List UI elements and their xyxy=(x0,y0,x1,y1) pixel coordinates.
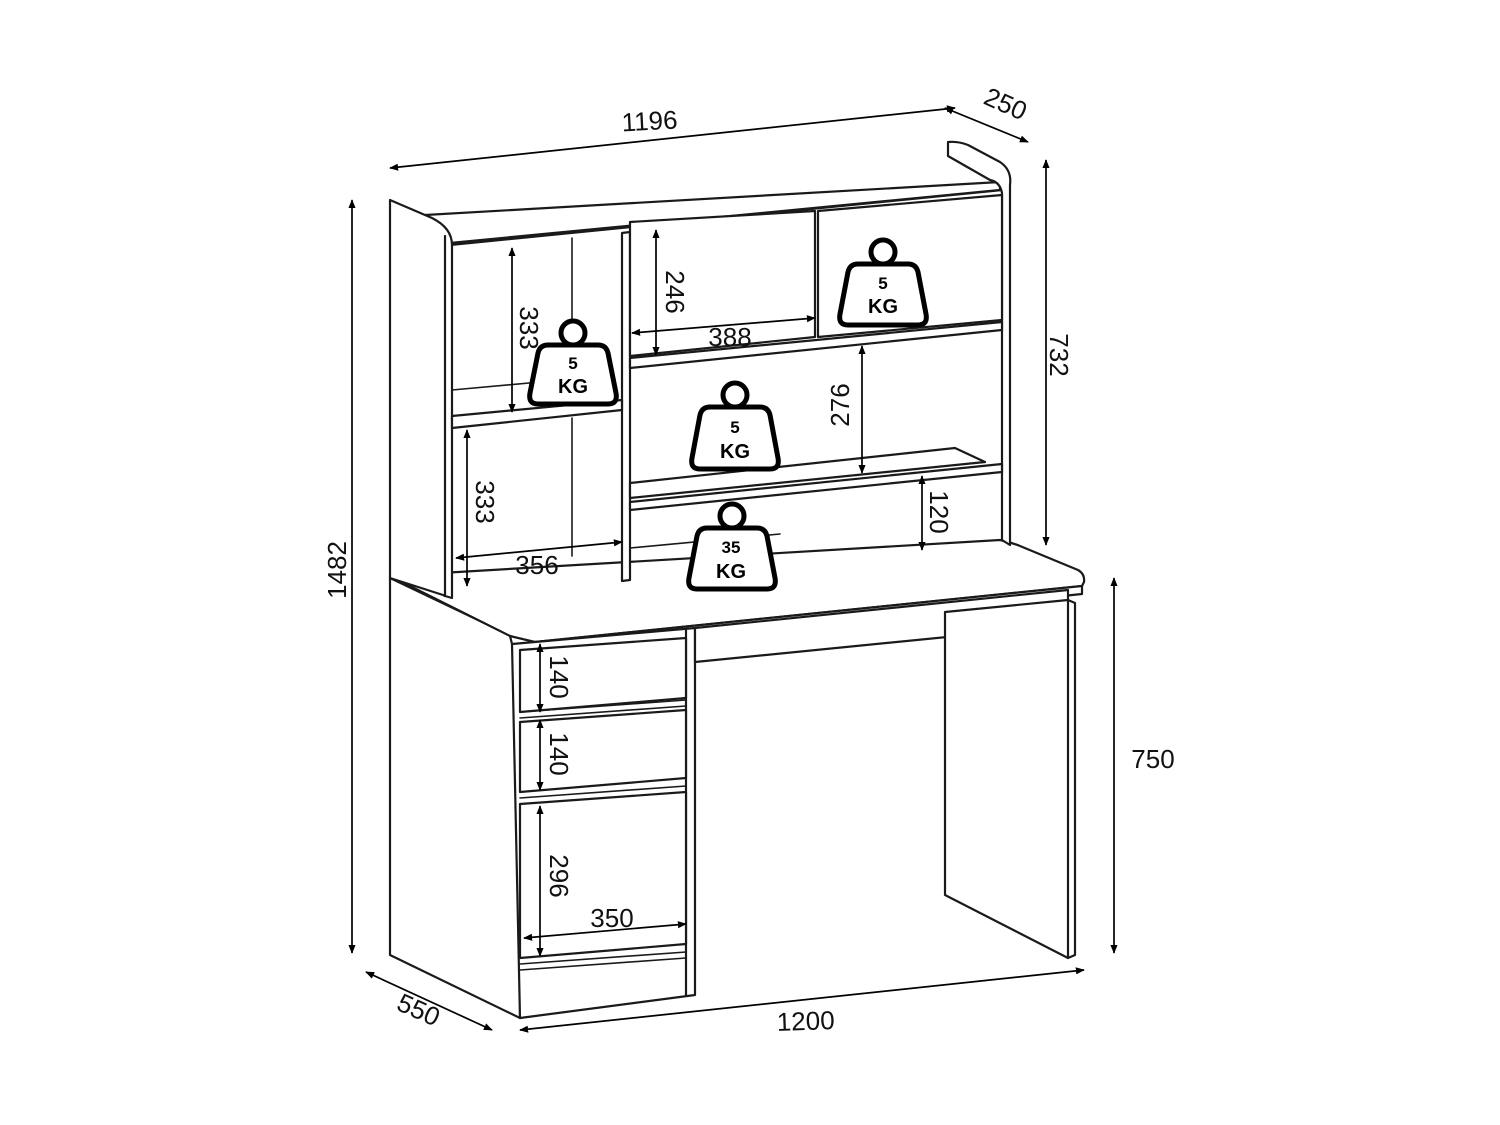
label-desk-height: 750 xyxy=(1131,744,1174,774)
upper-door-shelf xyxy=(628,320,1004,370)
weight-middle-shelf: 5 KG xyxy=(689,380,781,472)
weight-left-upper-unit: KG xyxy=(558,376,588,398)
dim-desk-width-line xyxy=(519,967,1085,1033)
hutch-middle-shelf xyxy=(628,446,987,500)
weight-left-upper: 5 KG xyxy=(527,318,619,407)
label-drawer1-height: 140 xyxy=(544,655,574,698)
hutch-right-panel xyxy=(946,140,1012,547)
label-drawer2-height: 140 xyxy=(544,732,574,775)
dim-hutch-width-line xyxy=(389,105,956,171)
label-clearance: 120 xyxy=(924,490,954,533)
dim-upper-width-line xyxy=(631,315,816,336)
desk-base xyxy=(388,538,1086,1020)
weight-middle-shelf-value: 5 xyxy=(730,418,739,437)
weight-middle-shelf-unit: KG xyxy=(720,441,750,463)
desk-right-leg xyxy=(943,598,1077,960)
weight-icon xyxy=(689,404,781,472)
dim-drawer-width-line xyxy=(523,921,687,941)
weight-ring xyxy=(868,237,898,267)
weight-ring xyxy=(717,501,747,531)
hutch-left-panel xyxy=(388,198,454,600)
label-total-height: 1482 xyxy=(322,541,352,599)
label-upper-width: 388 xyxy=(708,322,751,352)
left-shelf-back xyxy=(451,381,541,391)
weight-top-right: 5 KG xyxy=(837,237,929,328)
hutch-bottom-rail xyxy=(628,462,1004,512)
drawer-1-lip xyxy=(519,699,687,713)
label-drawer3-height: 296 xyxy=(544,854,574,897)
label-hutch-depth: 250 xyxy=(980,81,1032,126)
label-left-upper-height: 333 xyxy=(514,306,544,349)
label-left-lower-height: 333 xyxy=(470,480,500,523)
weight-top-right-unit: KG xyxy=(868,296,898,318)
label-upper-height: 246 xyxy=(660,270,690,313)
weight-desktop-unit: KG xyxy=(716,561,746,583)
drawer-3-lip xyxy=(519,951,687,965)
label-middle-shelf-height: 276 xyxy=(825,383,855,426)
label-hutch-width: 1196 xyxy=(621,105,678,138)
label-hutch-height: 732 xyxy=(1044,333,1074,376)
label-desk-depth: 550 xyxy=(393,987,445,1032)
drawer-1 xyxy=(518,636,688,714)
weight-icon xyxy=(527,342,619,407)
label-desk-width: 1200 xyxy=(776,1005,835,1037)
weight-desktop-value: 35 xyxy=(722,538,741,557)
weight-ring xyxy=(558,318,588,348)
label-drawer-width: 350 xyxy=(590,903,633,933)
weight-desktop: 35 KG xyxy=(686,501,778,592)
drawer-3 xyxy=(518,790,688,960)
weight-top-right-value: 5 xyxy=(878,274,887,293)
dim-left-width-line xyxy=(455,539,623,561)
label-left-width: 356 xyxy=(515,550,558,580)
hutch-vertical-divider xyxy=(620,230,632,583)
drawer-gap-1 xyxy=(519,705,687,719)
weight-ring xyxy=(720,380,750,410)
dimension-labels: 1196 250 732 1482 750 1200 550 333 333 3… xyxy=(322,81,1175,1037)
dimension-lines xyxy=(348,105,1118,1033)
weight-left-upper-value: 5 xyxy=(568,354,577,373)
weight-icon xyxy=(837,261,929,328)
drawer-gap-2 xyxy=(519,785,687,799)
weight-icon xyxy=(686,525,778,592)
dim-desk-depth-line xyxy=(365,971,493,1031)
desk-left-panel xyxy=(388,576,522,1020)
dim-hutch-depth-line xyxy=(944,107,1029,143)
drawer-2 xyxy=(518,708,688,794)
